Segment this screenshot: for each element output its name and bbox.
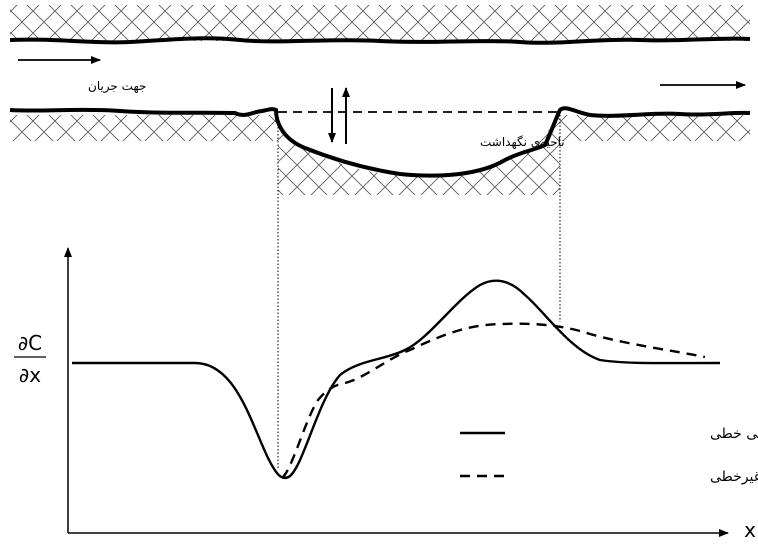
legend-label-nonlinear: شار پراکندگی غیرخطی [710,468,758,485]
flow-direction-label: جهت جریان [88,79,146,94]
legend-label-linear: شار پراکندگی خطی [710,425,758,442]
top-bank-hatching [10,5,750,41]
bottom-bank-hatch-left [10,115,278,141]
y-axis-label-numerator: ∂C [18,331,42,355]
top-bed-line [9,36,751,45]
storage-zone-hatch [278,112,560,195]
nonlinear-flux-curve [281,322,706,479]
linear-flux-curve [72,279,721,480]
bottom-bed-line [9,106,751,178]
x-axis-label: x [744,518,756,542]
y-axis-label-denominator: ∂x [19,363,41,387]
legend: شار پراکندگی خطی شار پراکندگی غیرخطی [460,425,758,485]
storage-zone-label: ناحیه‌ی نگهداشت [480,135,565,149]
bottom-bank-hatch-right [560,115,750,141]
